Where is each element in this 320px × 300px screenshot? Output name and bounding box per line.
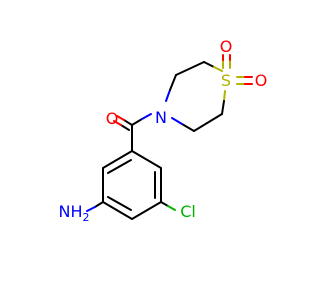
bond-ring-c1-c2 xyxy=(102,150,133,169)
bond-s-ch2-bottom xyxy=(221,100,225,115)
bond-ring-nh2-blue xyxy=(86,206,96,212)
atom-label-chlorine: Cl xyxy=(180,202,196,221)
molecule-structure: O N S O O Cl NH2 xyxy=(59,37,268,224)
bond-carbonyl-o-a-red xyxy=(116,115,125,121)
bond-ring-c3-c4-inner xyxy=(107,196,132,211)
bond-ch2-n-bottom-blue xyxy=(171,117,183,125)
bond-ring-c1-c2-inner xyxy=(107,159,132,174)
bonds xyxy=(86,54,253,220)
bond-ch2-ch2-top xyxy=(175,61,205,76)
atom-label-amide-nitrogen: N xyxy=(155,108,167,127)
bond-carbonyl-o-a xyxy=(123,119,133,126)
bond-ring-nh2 xyxy=(94,201,104,208)
bond-ch2-s-top-yellow xyxy=(213,66,223,72)
bond-ring-cl xyxy=(160,201,169,207)
bond-n-ch2-top xyxy=(165,89,171,102)
atom-label-carbonyl-oxygen: O xyxy=(106,109,119,128)
atom-label-amine-subscript: 2 xyxy=(83,211,90,224)
bond-carbonyl-n-blue xyxy=(141,113,152,120)
bond-carbonyl-o-b xyxy=(120,124,130,131)
bond-s-ch2-bottom-yellow xyxy=(223,90,226,102)
bond-ch2-n-bottom xyxy=(181,123,195,132)
bond-ch2-ch2-bottom xyxy=(193,113,223,132)
bond-ring-c6-c1 xyxy=(131,150,162,169)
atom-labels: O N S O O Cl NH2 xyxy=(59,37,268,224)
atom-label-sulfone-oxygen-top: O xyxy=(220,37,233,56)
atom-label-sulfone-oxygen-right: O xyxy=(255,71,268,90)
bond-ring-c3-c4 xyxy=(102,201,133,220)
bond-carbonyl-n xyxy=(131,118,143,126)
bond-ch2-s-top xyxy=(203,61,215,68)
atom-label-sulfur: S xyxy=(221,71,231,90)
bond-n-ch2-top-black xyxy=(169,74,177,91)
atom-label-amine-symbol: NH xyxy=(59,202,83,221)
bond-ring-c4-c5 xyxy=(131,201,162,220)
atom-label-amine: NH2 xyxy=(59,202,90,224)
bond-carbonyl-o-b-red xyxy=(113,120,122,126)
bond-ring-cl-green xyxy=(167,205,176,211)
